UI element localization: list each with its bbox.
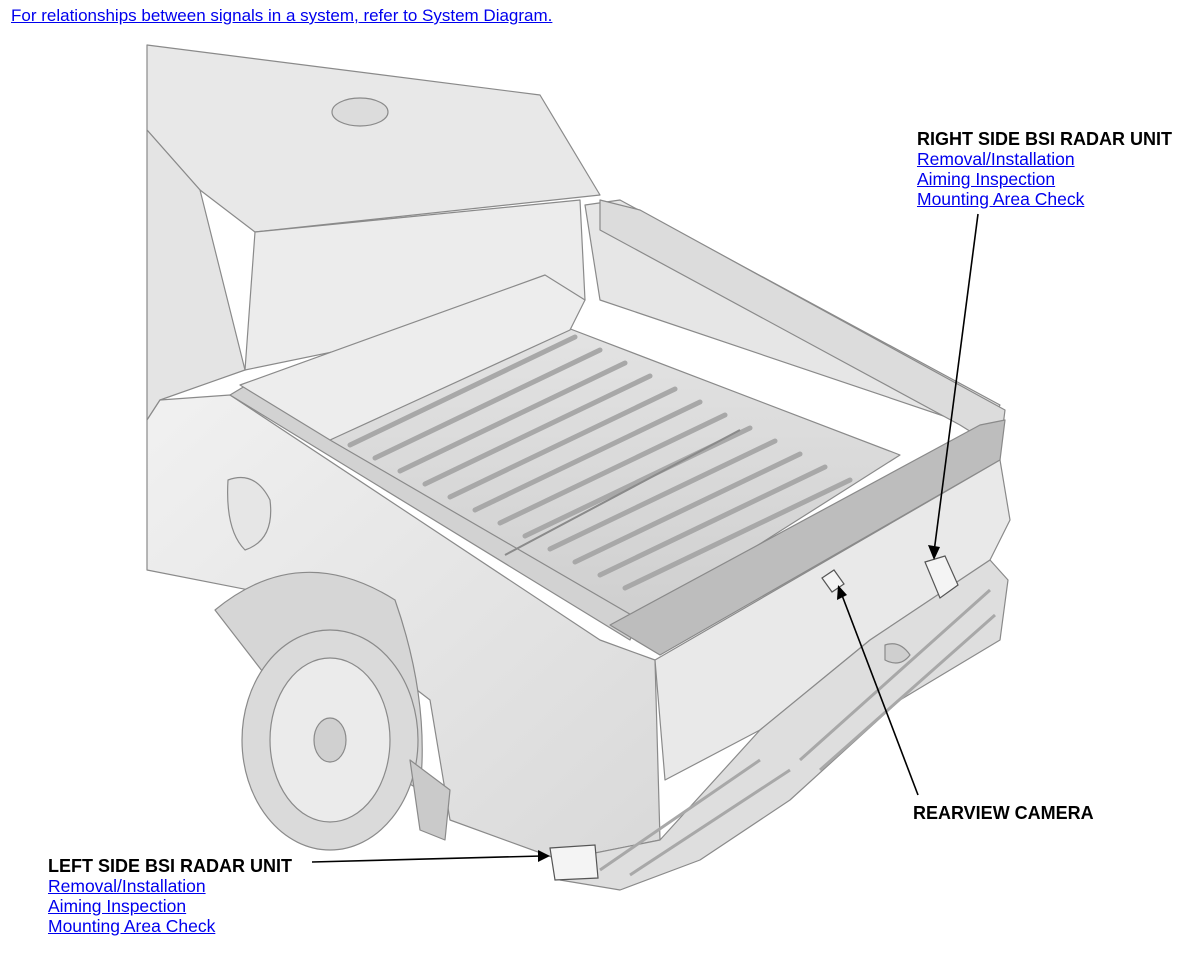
fuel-door xyxy=(227,476,272,551)
leader-line-left-radar xyxy=(311,855,543,863)
left-radar-unit-marker xyxy=(549,844,599,881)
tailgate-top xyxy=(609,419,1006,656)
bed-front-wall xyxy=(239,274,586,441)
rearview-camera-title: REARVIEW CAMERA xyxy=(913,803,1094,823)
right-radar-title: RIGHT SIDE BSI RADAR UNIT xyxy=(917,129,1173,149)
left-radar-aiming-inspection-link[interactable]: Aiming Inspection xyxy=(48,896,187,916)
body-side-left xyxy=(146,129,246,421)
left-radar-mounting-area-check-link[interactable]: Mounting Area Check xyxy=(48,916,216,936)
hitch xyxy=(884,643,911,664)
leader-line-right-radar xyxy=(933,213,979,553)
right-radar-mounting-area-check-link[interactable]: Mounting Area Check xyxy=(917,189,1085,209)
arrowhead-camera xyxy=(837,585,847,600)
wheel-hub xyxy=(313,717,347,763)
mud-flap xyxy=(409,759,451,841)
rear-bumper xyxy=(559,559,1009,891)
system-diagram-link[interactable]: For relationships between signals in a s… xyxy=(11,6,553,25)
right-radar-callout: RIGHT SIDE BSI RADAR UNIT Removal/Instal… xyxy=(917,129,1172,209)
left-radar-title: LEFT SIDE BSI RADAR UNIT xyxy=(48,856,293,876)
camera-callout: REARVIEW CAMERA xyxy=(913,803,1094,823)
arrowhead-right-radar xyxy=(928,545,940,560)
left-radar-removal-installation-link[interactable]: Removal/Installation xyxy=(48,876,206,896)
cab-roof xyxy=(146,44,601,233)
leader-line-camera xyxy=(839,589,919,796)
roof-antenna xyxy=(331,97,389,127)
right-radar-removal-installation-link[interactable]: Removal/Installation xyxy=(917,149,1075,169)
right-radar-aiming-inspection-link[interactable]: Aiming Inspection xyxy=(917,169,1056,189)
arrowhead-left-radar xyxy=(538,850,550,862)
left-radar-callout: LEFT SIDE BSI RADAR UNIT Removal/Install… xyxy=(48,856,292,936)
right-radar-unit-marker xyxy=(924,555,959,599)
